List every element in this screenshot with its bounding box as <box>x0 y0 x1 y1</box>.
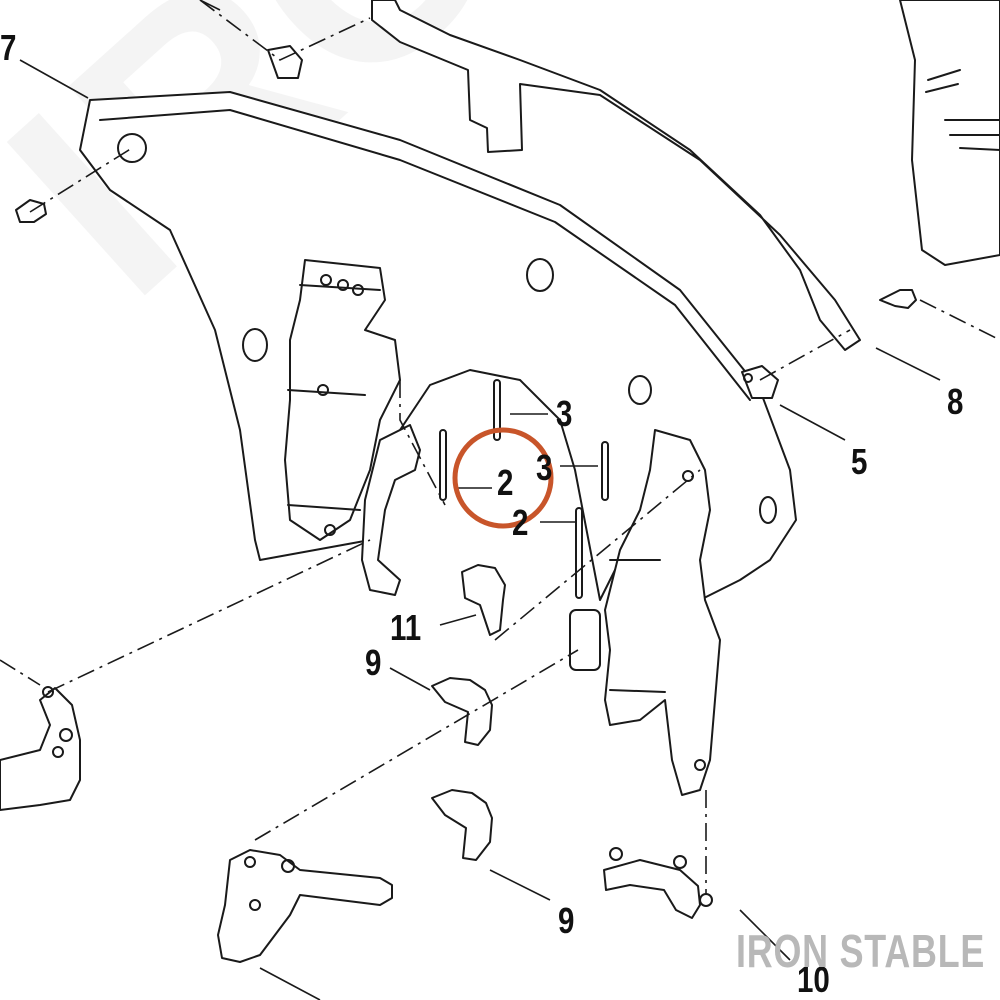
bracket-10 <box>603 859 701 919</box>
callout-2-lower: 2 <box>512 502 529 543</box>
assembly-line-far-right <box>919 299 1000 341</box>
assembly-line-left-bracket <box>47 539 371 693</box>
pin-2-left <box>439 429 447 501</box>
pin-2-lower <box>575 507 583 599</box>
callout-9-upper: 9 <box>365 642 382 683</box>
assembly-line-upper <box>199 0 371 61</box>
callout-3-right: 3 <box>536 447 553 488</box>
lower-left-bracket <box>0 687 81 811</box>
center-cutout-bracket <box>361 424 421 596</box>
bushing-11 <box>461 564 506 636</box>
outer-fairing-shell <box>371 0 861 351</box>
left-mount-rib <box>284 259 401 541</box>
inner-fairing-panel <box>79 91 797 601</box>
lower-center-bracket <box>217 849 393 963</box>
callout-10: 10 <box>797 959 830 1000</box>
pin-3-upper <box>493 379 501 441</box>
callout-2-circled: 2 <box>497 462 514 503</box>
callout-11: 11 <box>390 607 422 648</box>
highlight-ring <box>452 427 554 529</box>
assembly-line-left-bolt <box>29 147 133 213</box>
bolt-8 <box>879 289 917 309</box>
callout-5: 5 <box>851 441 868 482</box>
right-mount-arm <box>604 429 721 796</box>
callout-3-upper: 3 <box>556 393 573 434</box>
spring-nut-upper <box>267 45 303 79</box>
right-edge-bracket <box>899 0 1000 266</box>
callout-9-lower: 9 <box>558 900 575 941</box>
bushing-9-lower <box>431 789 493 861</box>
assembly-line-center <box>254 649 579 841</box>
assembly-line-lower-left <box>0 659 41 686</box>
callout-8: 8 <box>947 381 964 422</box>
assembly-line-pin <box>399 380 446 506</box>
assembly-line-mid <box>494 469 701 641</box>
callout-7: 7 <box>0 27 17 68</box>
assembly-line-right-bolt <box>759 329 851 381</box>
brand-watermark: IRON STABLE <box>736 925 986 977</box>
pin-3-right <box>601 441 609 501</box>
bushing-9-upper <box>431 677 493 746</box>
